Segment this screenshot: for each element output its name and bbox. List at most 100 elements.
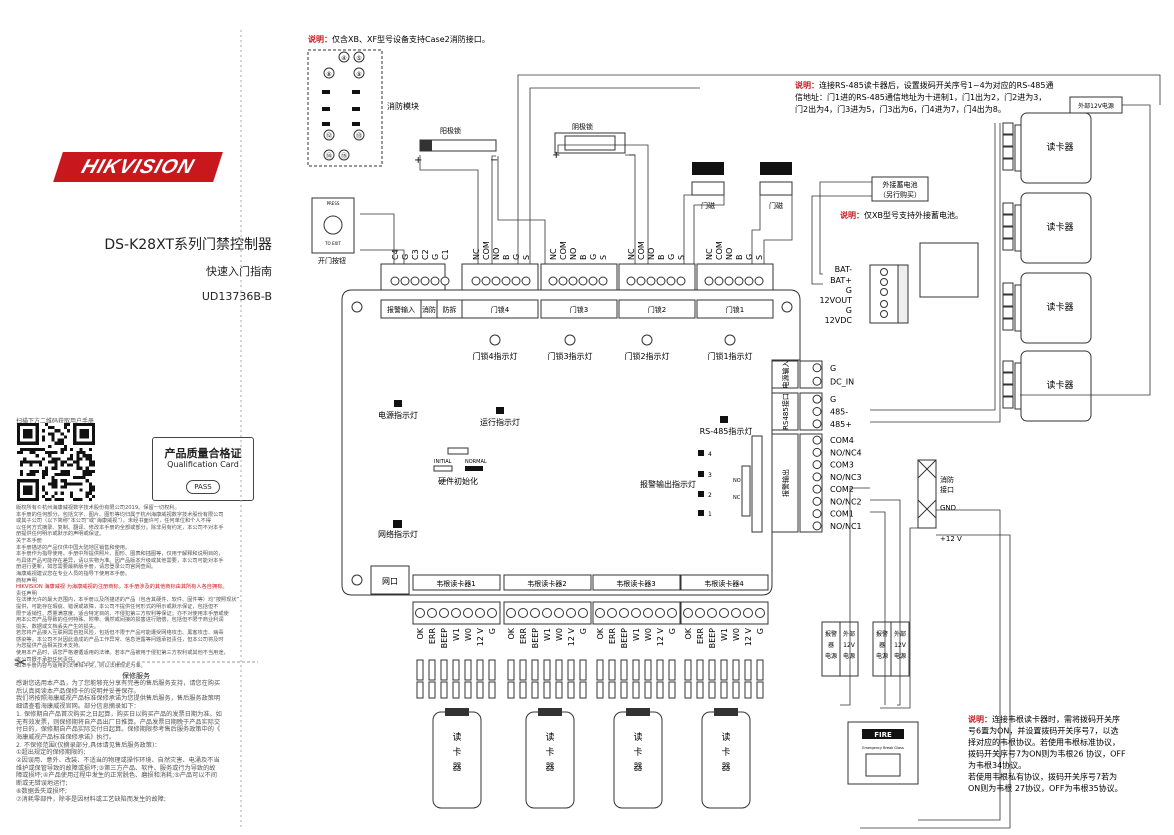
alarm-device-label: 电源 bbox=[843, 652, 855, 660]
service-line: 维护或保管导致的故障或损坏;③第三方产品、软件、服务或行为导致的故 bbox=[16, 764, 216, 772]
power-wire bbox=[1020, 104, 1151, 396]
fire-pin-label: ⑭ bbox=[326, 152, 332, 160]
right-pin-label: COM3 bbox=[830, 461, 854, 470]
rs485-card-reader bbox=[1020, 350, 1092, 422]
top-pin-label: NO bbox=[569, 248, 578, 260]
rs485-reader-wire bbox=[1002, 134, 1014, 147]
terminal-screw bbox=[655, 608, 665, 618]
fine-print-line: 若您将产品接入互联网需自担风险，包括但不限于产品可能遭受网络攻击、黑客攻击、病毒 bbox=[16, 630, 224, 637]
top-pin-label: C2 bbox=[421, 249, 430, 260]
fine-print: 版权所有©杭州海康威视数字技术股份有限公司2019。保留一切权利。本手册的任何部… bbox=[16, 505, 256, 670]
top-pin-label: C1 bbox=[441, 249, 450, 260]
svg-text:外部12V电源: 外部12V电源 bbox=[1078, 102, 1114, 110]
wiegand-reader-label: 卡 bbox=[633, 746, 642, 758]
door-contact-label: 门磁 bbox=[769, 201, 783, 210]
terminal-screw bbox=[626, 276, 636, 286]
terminal-screw bbox=[420, 276, 430, 286]
rs485-wire bbox=[870, 123, 1001, 423]
top-pin-label: S bbox=[599, 255, 608, 260]
external-battery: 外接蓄电池 （另行购买） bbox=[871, 176, 929, 202]
anode-lock: 阳极锁 + − bbox=[414, 126, 498, 166]
wiegand-group-box bbox=[503, 574, 592, 591]
wiegand-reader-label: 卡 bbox=[721, 746, 730, 758]
wiegand-pin-label: BEEP bbox=[708, 628, 717, 649]
wiegand-wire-connector bbox=[696, 659, 704, 681]
note-wiegand-line: 拨码开关序号7为ON则为韦根26 协议，OFF bbox=[968, 749, 1126, 759]
wiegand-wire-connector bbox=[620, 659, 628, 681]
terminal-screw bbox=[880, 268, 888, 276]
top-pin-label: B bbox=[579, 255, 588, 261]
wiegand-wire-connector bbox=[668, 681, 676, 699]
wiegand-pin-label: G bbox=[756, 628, 765, 634]
wiegand-wire-connector bbox=[644, 681, 652, 699]
top-pin-label: C4 bbox=[391, 249, 400, 260]
battery-pin-label: G bbox=[846, 286, 852, 295]
wiegand-wire-connector bbox=[744, 681, 752, 699]
battery-pin-label: G bbox=[846, 306, 852, 315]
rs485-reader-wire bbox=[1002, 214, 1014, 227]
battery-pack bbox=[919, 242, 979, 298]
relay-header bbox=[751, 435, 763, 533]
terminal-screw bbox=[812, 394, 822, 404]
wiegand-wire-connector bbox=[567, 681, 575, 699]
terminal-screw bbox=[666, 276, 676, 286]
terminal-screw bbox=[598, 276, 608, 286]
quality-card-title: 产品质量合格证 bbox=[164, 447, 242, 460]
wiegand-wire-connector bbox=[720, 659, 728, 681]
alarm-device-label: 器 bbox=[828, 642, 834, 649]
group-label: 门锁2 bbox=[648, 305, 666, 314]
quality-card: 产品质量合格证 Qualification Card PASS bbox=[152, 437, 254, 501]
wiegand-group-label: 韦根读卡器2 bbox=[527, 579, 566, 588]
wiegand-reader-label: 读 bbox=[452, 731, 461, 743]
terminal-screw bbox=[542, 608, 552, 618]
wiegand-wire-connector bbox=[608, 681, 616, 699]
top-pin-label: NC bbox=[627, 248, 636, 260]
cut-line bbox=[32, 661, 258, 663]
wiegand-pin-label: ERR bbox=[608, 628, 617, 645]
right-group-box bbox=[771, 360, 799, 389]
note-wiegand-line: ON则为韦根 27协议，OFF为韦根35协议。 bbox=[968, 783, 1123, 793]
document-subtitle: 快速入门指南 bbox=[206, 265, 272, 278]
service-line: 1. 保修期自产品首次购买之日起算，购买日以购买产品的发票日期为准。如 bbox=[16, 710, 222, 718]
note-wiegand-line: 号6置为ON，并设置拨码开关序号7，以选 bbox=[968, 726, 1118, 736]
terminal-screw bbox=[707, 608, 717, 618]
wiegand-wire-connector bbox=[744, 659, 752, 681]
terminal-screw bbox=[440, 276, 450, 286]
fine-print-line: 损失、数据或文档丢失产生的损失。 bbox=[16, 623, 100, 630]
top-pin-label: G bbox=[589, 254, 598, 260]
wiegand-pin-label: W0 bbox=[732, 628, 741, 641]
alarm-device-label: 器 bbox=[879, 642, 885, 649]
top-pin-label: COM bbox=[559, 241, 568, 260]
quality-card-subtitle: Qualification Card bbox=[167, 460, 239, 469]
service-line: ②因误用、意外、改装、不适当的物理或操作环境、自然灾害、电涌及不当 bbox=[16, 757, 220, 765]
fine-print-line: 册提供任何明示或默示的声明或保证。 bbox=[16, 531, 105, 538]
document-title: DS-K28XT系列门禁控制器 bbox=[104, 237, 272, 253]
alarm-device-label: 外部 bbox=[843, 630, 855, 638]
terminal-screw bbox=[880, 288, 888, 296]
rs485-reader-wire bbox=[1002, 282, 1014, 295]
terminal-screw bbox=[812, 472, 822, 482]
terminal-screw bbox=[667, 608, 677, 618]
note-rs485-line: 门2出为4，门3进为5，门3出为6，门4进为7，门4出为8。 bbox=[795, 104, 1006, 114]
svg-text:FIRE: FIRE bbox=[874, 731, 892, 739]
wiegand-group-label: 韦根读卡器3 bbox=[616, 579, 655, 588]
qr-code[interactable] bbox=[17, 423, 95, 501]
fire-pin-label: ⑮ bbox=[341, 152, 347, 160]
wiegand-reader-label: 器 bbox=[452, 762, 461, 773]
wiegand-wire-connector bbox=[531, 659, 539, 681]
rs485-reader-wire bbox=[1002, 396, 1014, 409]
wiegand-pin-label: OK bbox=[596, 627, 605, 639]
top-pin-label: G bbox=[512, 254, 521, 260]
fire-pin bbox=[323, 149, 335, 161]
wiegand-wire-connector bbox=[416, 681, 424, 699]
fire-pin-label: ⑤ bbox=[356, 55, 361, 62]
door-led-label: 门锁3指示灯 bbox=[547, 351, 592, 361]
group-label-box bbox=[461, 299, 539, 319]
wiegand-pin-label: BEEP bbox=[620, 628, 629, 649]
wiegand-pin-label: W0 bbox=[644, 628, 653, 641]
svg-text:外接蓄电池: 外接蓄电池 bbox=[883, 180, 918, 189]
wiegand-pin-label: 12 V bbox=[476, 627, 485, 646]
fire-relay-contact bbox=[322, 90, 330, 94]
terminal-screw bbox=[812, 407, 822, 416]
init-label: 硬件初始化 bbox=[438, 476, 478, 486]
